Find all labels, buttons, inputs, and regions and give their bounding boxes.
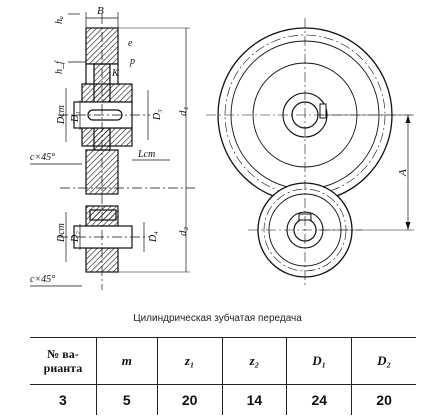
- upper-recess-right: [109, 63, 119, 85]
- cell-z2: 14: [221, 384, 288, 415]
- label-b: B: [97, 5, 104, 17]
- cell-z1: 20: [156, 384, 223, 415]
- header-d2: D₂: [351, 337, 416, 385]
- label-ha: hₐ: [54, 16, 65, 24]
- cell-m: 5: [95, 384, 158, 415]
- header-variant: № ва- рианта: [30, 337, 97, 385]
- header-z2: z₂: [221, 337, 288, 385]
- label-lcm: Lcm: [137, 149, 155, 160]
- cell-d1: 24: [286, 384, 353, 415]
- label-d3: D₃: [152, 109, 163, 121]
- upper-recess-left: [85, 63, 95, 85]
- big-gear-keyway: [319, 103, 327, 119]
- label-d1-small: D₁: [70, 111, 81, 123]
- label-cx45-top: c×45°: [30, 152, 55, 163]
- upper-gear-hub-bottom: [81, 127, 133, 147]
- gear-drawing: hₐ B e h_f K p Dcm D₁ D₃ d₁ c×45° Lcm Dc…: [30, 5, 414, 290]
- label-d4: D₄: [148, 231, 159, 243]
- front-view: [206, 18, 414, 286]
- parameters-table: № ва- рианта m z₁ z₂ D₁ D₂ 3 5 20 14 24 …: [30, 337, 416, 415]
- header-m: m: [95, 337, 158, 385]
- label-a: A: [397, 169, 409, 177]
- table-row: 3 5 20 14 24 20: [30, 384, 416, 415]
- label-p: p: [129, 56, 135, 67]
- cell-variant: 3: [30, 384, 97, 415]
- section-view: [30, 12, 195, 290]
- lower-key: [89, 209, 117, 221]
- label-d2: d₂: [177, 227, 189, 237]
- label-d2-small: D₂: [70, 231, 81, 243]
- label-dcm-lower: Dcm: [56, 223, 67, 243]
- label-hf: h_f: [54, 60, 65, 74]
- label-k: K: [111, 68, 120, 79]
- label-dcm-upper: Dcm: [56, 105, 67, 125]
- label-d1: d₁: [177, 107, 189, 117]
- label-e: e: [128, 38, 133, 49]
- upper-gear-hub-top: [81, 83, 133, 103]
- cell-d2: 20: [351, 384, 416, 415]
- label-cx45-bottom: c×45°: [30, 274, 55, 285]
- header-z1: z₁: [156, 337, 223, 385]
- header-d1: D₁: [286, 337, 353, 385]
- table-header-row: № ва- рианта m z₁ z₂ D₁ D₂: [30, 337, 416, 385]
- caption: Цилиндрическая зубчатая передача: [133, 313, 302, 324]
